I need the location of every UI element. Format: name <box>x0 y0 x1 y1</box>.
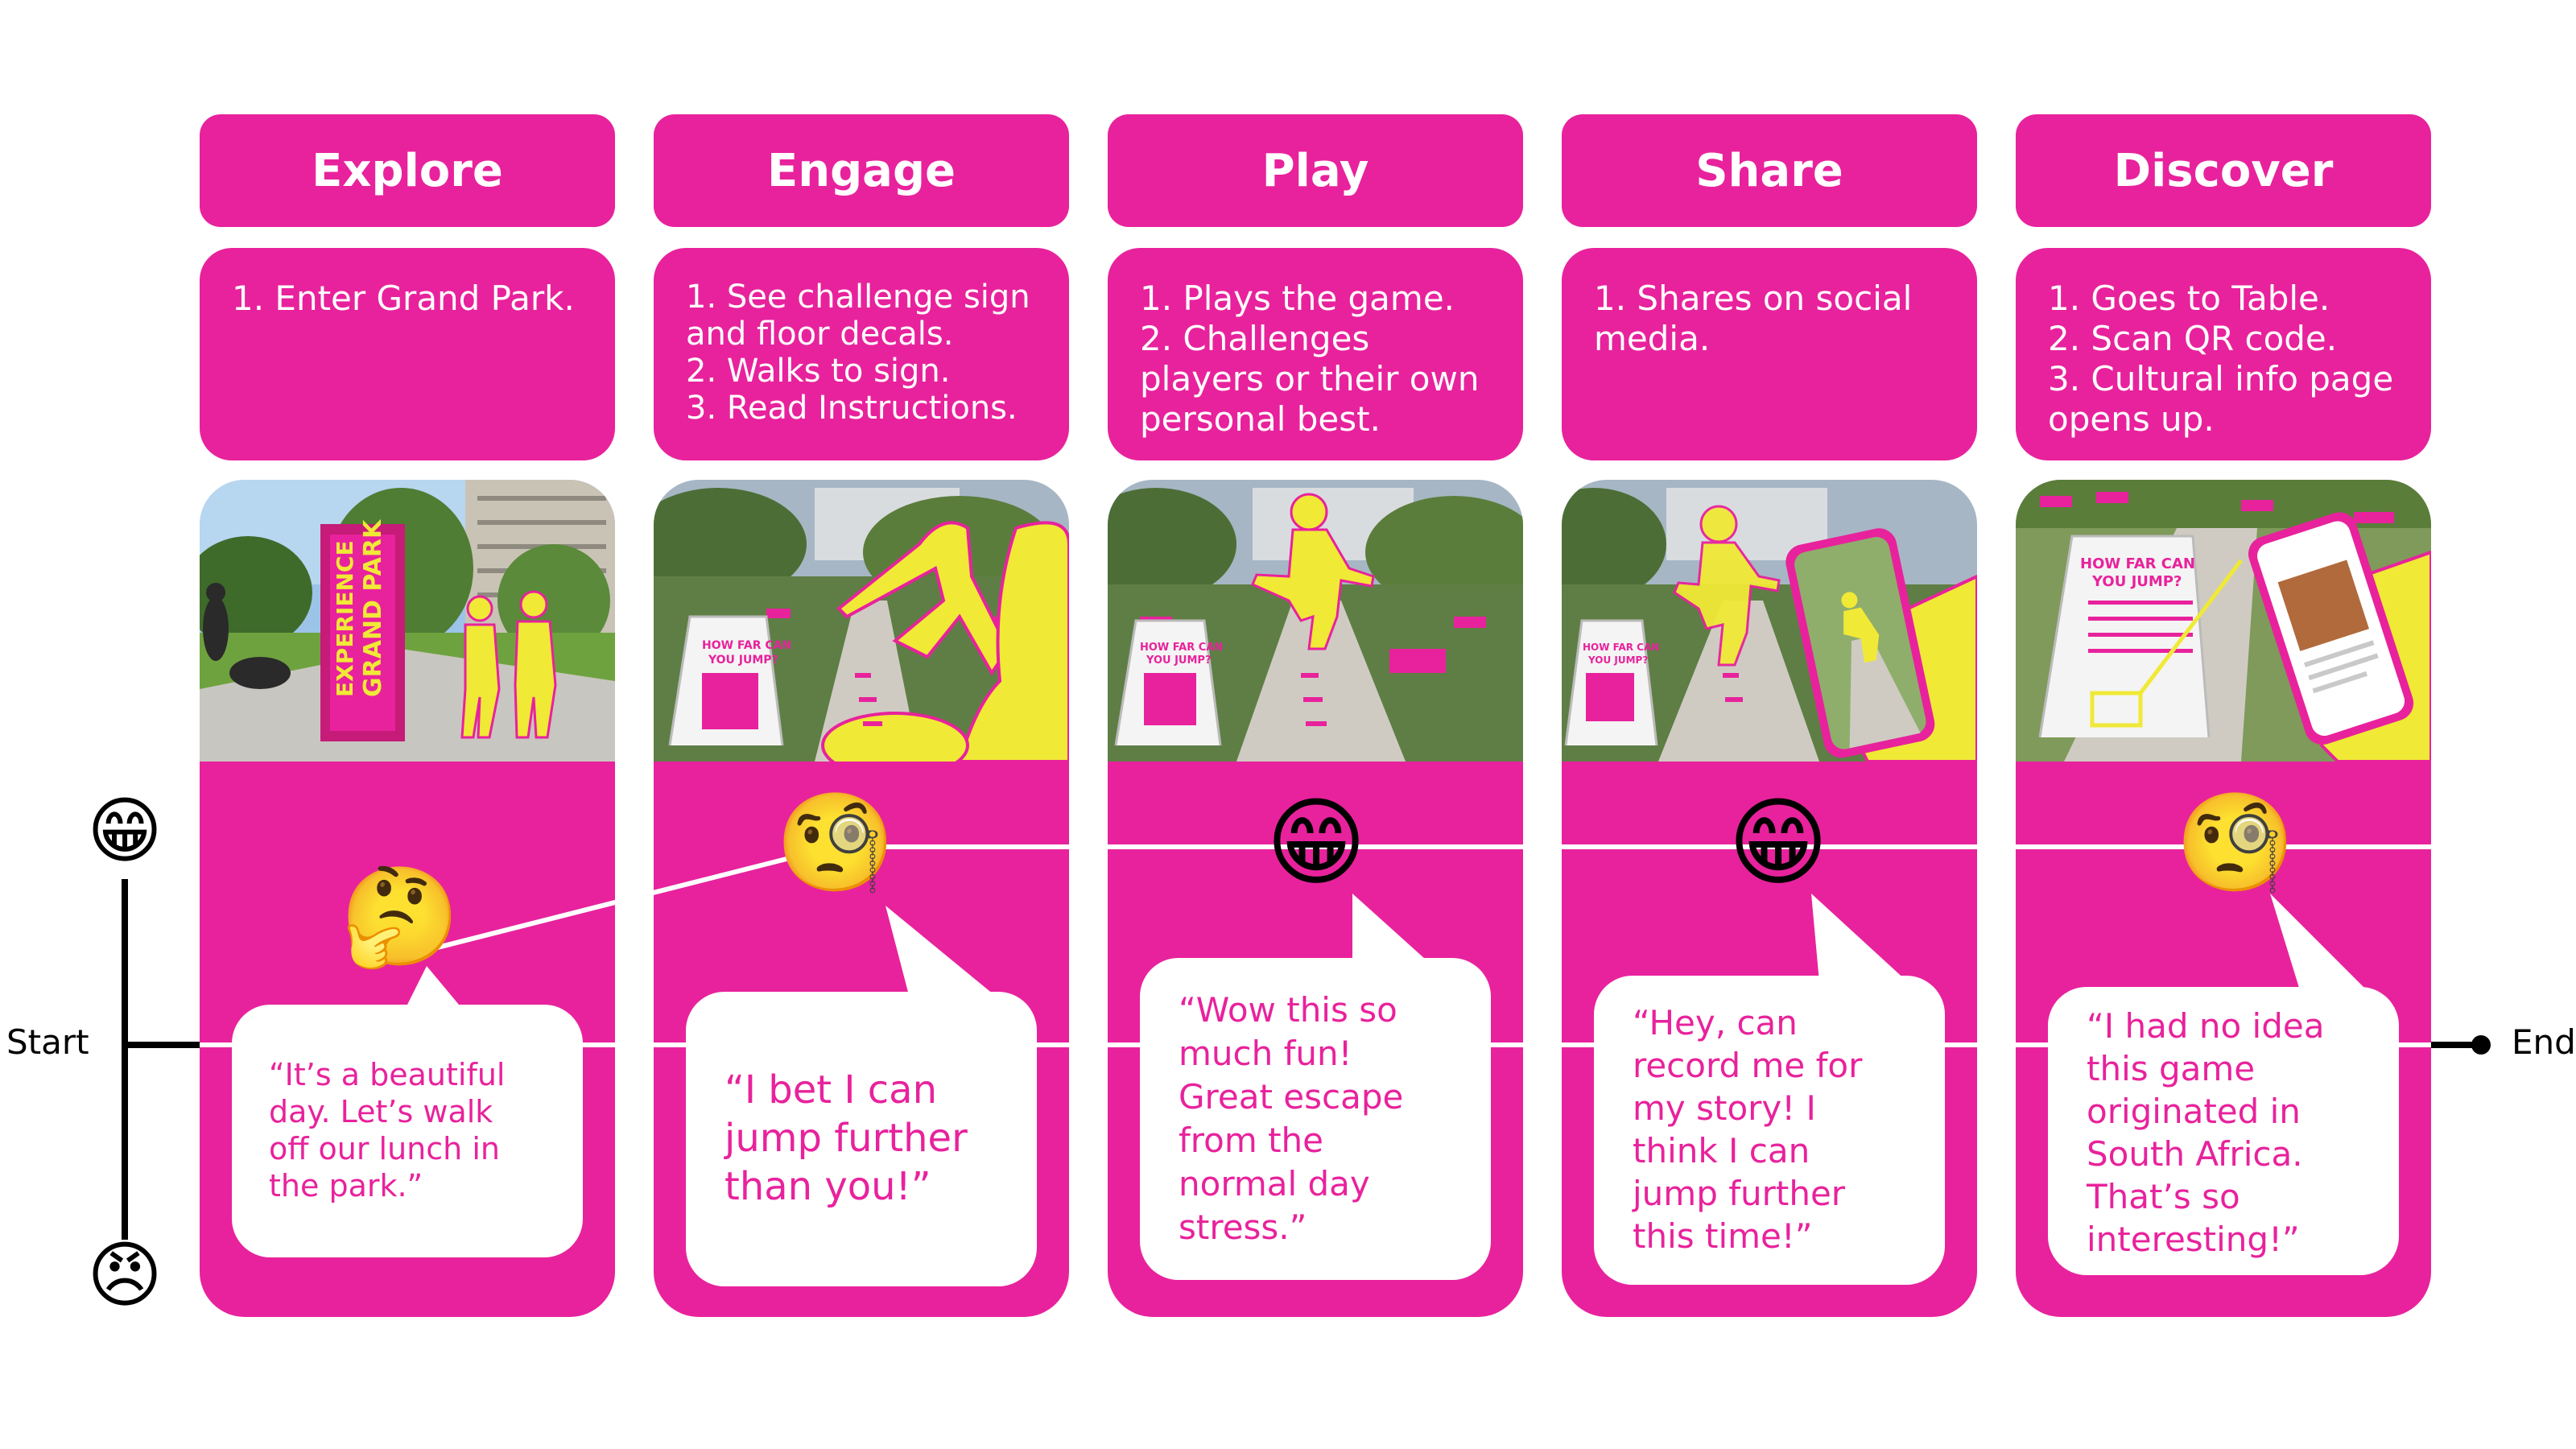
sign-text: YOU JUMP? <box>2091 573 2182 590</box>
quote-line: stress.” <box>1179 1208 1307 1247</box>
quote-line: jump further <box>724 1116 968 1161</box>
quote-line: much fun! <box>1179 1034 1352 1073</box>
step-line: 3. Read Instructions. <box>686 390 1018 427</box>
emotion-line <box>402 844 2431 959</box>
photo-play: HOW FAR CAN YOU JUMP? <box>1108 480 1523 762</box>
quote-line: interesting!” <box>2087 1220 2300 1259</box>
step-line: 2. Challenges <box>1140 319 1370 358</box>
stage-header-share: Share <box>1562 114 1977 227</box>
sign-text: YOU JUMP? <box>1587 654 1648 666</box>
quote-line: my story! I <box>1633 1088 1816 1128</box>
quote-line: than you!” <box>724 1164 931 1209</box>
bubble-tail <box>1811 894 1908 982</box>
quote-line: this game <box>2087 1049 2256 1088</box>
step-line: 2. Walks to sign. <box>686 353 951 390</box>
quote-line: off our lunch in <box>269 1131 500 1166</box>
steps-discover: 1. Goes to Table. 2. Scan QR code. 3. Cu… <box>2016 248 2431 460</box>
sign-text: GRAND PARK <box>359 518 387 697</box>
quote-line: the park.” <box>269 1168 423 1203</box>
end-label: End <box>2512 1022 2576 1062</box>
quote-line: That’s so <box>2087 1177 2240 1216</box>
sign-text: HOW FAR CAN <box>702 639 791 652</box>
quote-line: “Wow this so <box>1179 990 1397 1030</box>
steps-share: 1. Shares on social media. <box>1562 248 1977 460</box>
monocle-face-icon: 🧐 <box>2175 787 2296 899</box>
photo-share: HOW FAR CAN YOU JUMP? <box>1562 480 1977 762</box>
quote-line: originated in <box>2087 1092 2301 1131</box>
step-line: 1. Goes to Table. <box>2048 279 2330 318</box>
quote-line: normal day <box>1179 1164 1370 1203</box>
quote-line: “It’s a beautiful <box>269 1057 506 1092</box>
quote-line: Great escape <box>1179 1077 1404 1117</box>
step-line: 1. Enter Grand Park. <box>232 279 575 318</box>
stage-header-discover: Discover <box>2016 114 2431 227</box>
timeline-end-dot <box>2471 1035 2491 1055</box>
grinning-face-icon: 😁 <box>1265 787 1367 899</box>
photo-explore: EXPERIENCE GRAND PARK <box>200 480 615 762</box>
stage-header-explore: Explore <box>200 114 615 227</box>
step-line: 1. Plays the game. <box>1140 279 1455 318</box>
quote-line: South Africa. <box>2087 1134 2303 1174</box>
sign-text: YOU JUMP? <box>1146 654 1211 667</box>
quote-line: day. Let’s walk <box>269 1094 493 1129</box>
step-line: opens up. <box>2048 399 2215 439</box>
happy-emoji-icon: 😁 <box>87 789 163 873</box>
photo-engage: HOW FAR CAN YOU JUMP? <box>654 480 1069 762</box>
steps-explore: 1. Enter Grand Park. <box>200 248 615 460</box>
sign-text: EXPERIENCE <box>332 540 358 697</box>
monocle-face-icon: 🧐 <box>775 787 896 899</box>
step-line: 1. See challenge sign <box>686 279 1030 316</box>
step-line: media. <box>1594 319 1711 358</box>
bubble-tail <box>2270 894 2375 998</box>
thinking-face-icon: 🤔 <box>340 861 460 973</box>
quote-line: from the <box>1179 1121 1324 1160</box>
sign-text: YOU JUMP? <box>708 654 778 667</box>
quote-line: “I had no idea <box>2087 1006 2325 1046</box>
bubble-tail <box>886 906 998 998</box>
quote-line: “Hey, can <box>1633 1003 1798 1042</box>
quote-bubble-share: “Hey, can record me for my story! I thin… <box>1594 976 1945 1285</box>
step-line: 3. Cultural info page <box>2048 359 2394 398</box>
step-line: 2. Scan QR code. <box>2048 319 2338 358</box>
quote-line: “I bet I can <box>724 1067 937 1113</box>
sign-text: HOW FAR CAN <box>2080 555 2195 572</box>
bubble-tail <box>1352 894 1433 966</box>
steps-play: 1. Plays the game. 2. Challenges players… <box>1108 248 1523 460</box>
sign-text: HOW FAR CAN <box>1140 642 1223 654</box>
step-line: personal best. <box>1140 399 1381 439</box>
start-label: Start <box>6 1022 89 1062</box>
quote-line: jump further <box>1633 1174 1846 1213</box>
stage-header-play: Play <box>1108 114 1523 227</box>
stage-header-engage: Engage <box>654 114 1069 227</box>
photo-discover: HOW FAR CAN YOU JUMP? <box>2016 480 2431 762</box>
quote-bubble-engage: “I bet I can jump further than you!” <box>686 992 1037 1286</box>
grinning-face-icon: 😁 <box>1728 787 1829 899</box>
quote-bubble-explore: “It’s a beautiful day. Let’s walk off ou… <box>232 1005 583 1257</box>
quote-bubble-play: “Wow this so much fun! Great escape from… <box>1140 958 1491 1280</box>
angry-emoji-icon: 😠 <box>87 1233 163 1318</box>
quote-bubble-discover: “I had no idea this game originated in S… <box>2048 987 2399 1275</box>
quote-line: record me for <box>1633 1046 1863 1085</box>
quote-line: this time!” <box>1633 1216 1813 1256</box>
bubble-tail <box>402 966 467 1014</box>
step-line: and floor decals. <box>686 316 954 353</box>
sign-text: HOW FAR CAN <box>1583 642 1659 653</box>
steps-engage: 1. See challenge sign and floor decals. … <box>654 248 1069 460</box>
step-line: players or their own <box>1140 359 1480 398</box>
quote-line: think I can <box>1633 1131 1810 1170</box>
step-line: 1. Shares on social <box>1594 279 1913 318</box>
